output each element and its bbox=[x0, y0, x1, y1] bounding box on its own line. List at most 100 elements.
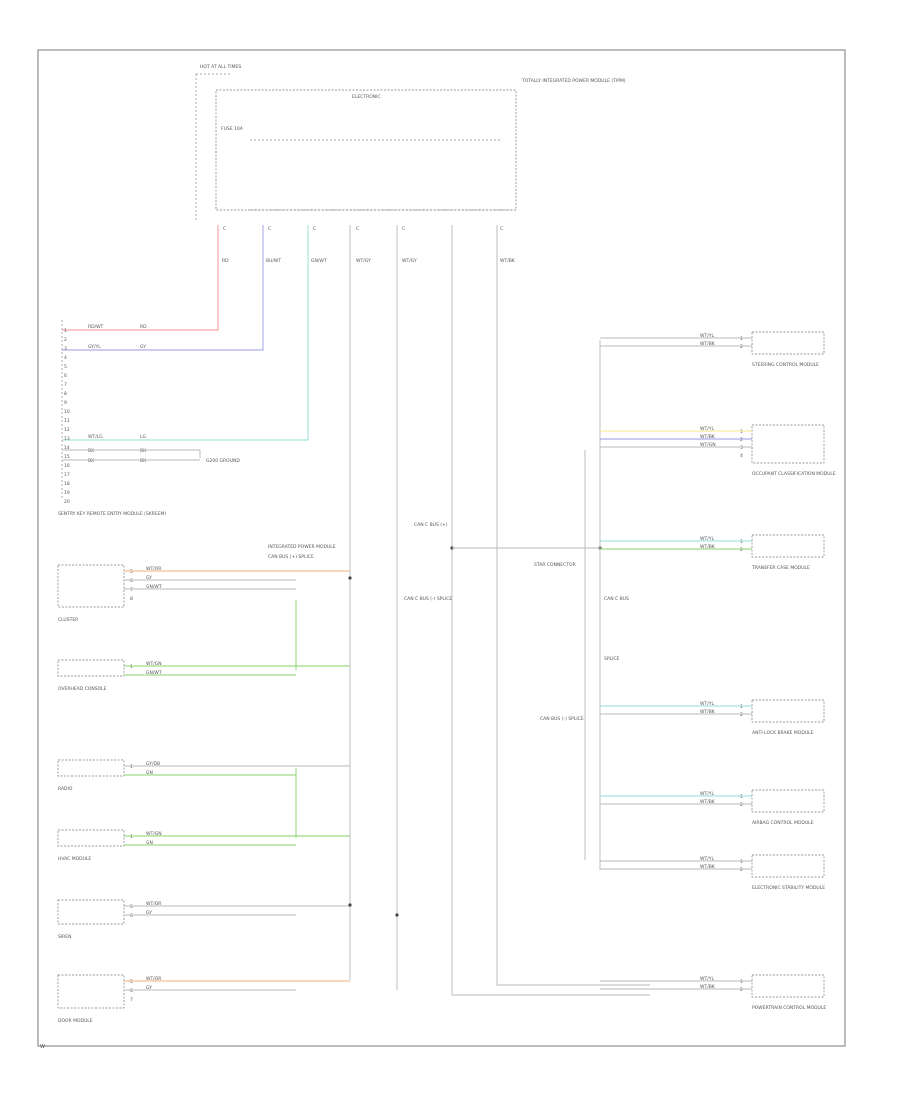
right-device-pin: 2 bbox=[740, 987, 743, 993]
left-pin-14: 14 bbox=[64, 445, 70, 451]
right-device-box bbox=[751, 331, 825, 355]
right-note-1: CAN C BUS bbox=[604, 596, 629, 602]
left-device-wire-label: GN/WT bbox=[146, 584, 162, 590]
right-splice-note: STAR CONNECTOR bbox=[534, 562, 576, 568]
top-module-wire-codes: RD BU/WT GN/WT WT/GY WT/GY WT/BK bbox=[222, 258, 516, 264]
diagram-frame bbox=[37, 49, 846, 1047]
left-device-name: CLUSTER bbox=[58, 617, 78, 623]
top-pin-2: C bbox=[268, 226, 271, 232]
left-pin-17: 17 bbox=[64, 472, 70, 478]
right-device-wire-label: WT/GN bbox=[700, 442, 716, 448]
left-device-pin: 1 bbox=[130, 834, 133, 840]
left-wire-label-3: WT/LG bbox=[88, 434, 103, 440]
right-device-pin: 1 bbox=[740, 539, 743, 545]
left-module-pins: 1 2 3 4 5 6 7 8 9 10 11 12 13 14 15 16 1… bbox=[64, 328, 70, 505]
left-devices: 5678WT/ORGYGN/WTCLUSTER1WT/GNGN/WTOVERHE… bbox=[57, 546, 602, 1024]
right-note-2: SPLICE bbox=[604, 656, 620, 662]
left-device-box bbox=[57, 659, 125, 677]
left-wire-label-5: BK bbox=[88, 458, 95, 464]
right-device-pin: 1 bbox=[740, 979, 743, 985]
top-module: ELECTRONIC TOTALLY INTEGRATED POWER MODU… bbox=[215, 78, 626, 264]
left-ground-label: G200 GROUND bbox=[206, 458, 240, 464]
right-device-box bbox=[751, 699, 825, 723]
left-device-pin: 8 bbox=[130, 596, 133, 602]
right-device-wire-label: WT/YL bbox=[700, 701, 714, 707]
right-device-wire-label: WT/BK bbox=[700, 544, 716, 550]
top-pin-6: C bbox=[500, 226, 503, 232]
left-pin-10: 10 bbox=[64, 409, 70, 415]
right-device-name: AIRBAG CONTROL MODULE bbox=[752, 820, 814, 826]
left-pin-15: 15 bbox=[64, 454, 70, 460]
right-device-wire-label: WT/YL bbox=[700, 856, 714, 862]
wire-red bbox=[62, 225, 219, 331]
left-device-pin: 1 bbox=[130, 764, 133, 770]
right-device-pin: 1 bbox=[740, 704, 743, 710]
right-device-box bbox=[751, 534, 825, 558]
left-device-name: HVAC MODULE bbox=[58, 856, 91, 862]
right-device-name: OCCUPANT CLASSIFICATION MODULE bbox=[752, 471, 836, 477]
left-pin-3: 3 bbox=[64, 346, 67, 352]
right-device-pin: 1 bbox=[740, 859, 743, 865]
left-device-wire-label: WT/GN bbox=[146, 831, 162, 837]
left-device-pin: 6 bbox=[130, 578, 133, 584]
left-pin-4: 4 bbox=[64, 355, 67, 361]
left-pin-20: 20 bbox=[64, 499, 70, 505]
left-pin-1: 1 bbox=[64, 328, 67, 334]
left-device-box bbox=[57, 759, 125, 777]
left-device-pin: 7 bbox=[130, 587, 133, 593]
left-device-pin: 6 bbox=[130, 913, 133, 919]
right-device-wire-label: WT/YL bbox=[700, 791, 714, 797]
right-device-box bbox=[751, 789, 825, 813]
right-device-wire-label: WT/BK bbox=[700, 341, 716, 347]
top-pin-3: C bbox=[313, 226, 316, 232]
left-wire-code-4: BK bbox=[140, 448, 147, 454]
right-splice: CAN C BUS (+) STAR CONNECTOR CAN C BUS S… bbox=[414, 340, 629, 870]
top-pin-1: C bbox=[223, 226, 226, 232]
top-module-box bbox=[215, 89, 517, 211]
left-pin-7: 7 bbox=[64, 382, 67, 388]
left-device-wire-label: GN bbox=[146, 770, 153, 776]
left-device-box bbox=[57, 829, 125, 847]
left-pin-6: 6 bbox=[64, 373, 67, 379]
left-wire-label-1: RD/WT bbox=[88, 324, 104, 330]
splice-dot bbox=[348, 903, 352, 907]
left-device-box bbox=[57, 899, 125, 925]
right-device-pin: 2 bbox=[740, 547, 743, 553]
top-wire-code-3: GN/WT bbox=[311, 258, 327, 264]
left-module: 1 2 3 4 5 6 7 8 9 10 11 12 13 14 15 16 1… bbox=[58, 320, 240, 517]
left-device-wire-label: GY/DB bbox=[146, 761, 160, 767]
right-device-pin: 1 bbox=[740, 429, 743, 435]
left-device-pin: 7 bbox=[130, 997, 133, 1003]
left-pin-12: 12 bbox=[64, 427, 70, 433]
right-device-pin: 2 bbox=[740, 802, 743, 808]
left-module-title: SENTRY KEY REMOTE ENTRY MODULE (SKREEM) bbox=[58, 511, 166, 517]
right-device-wire-label: WT/BK bbox=[700, 799, 716, 805]
right-device-pin: 2 bbox=[740, 437, 743, 443]
left-device-box bbox=[57, 564, 125, 608]
left-device-wire-label: GN/WT bbox=[146, 670, 162, 676]
left-device-box bbox=[57, 974, 125, 1009]
wire-ground-1 bbox=[62, 449, 201, 458]
center-splice-header: INTEGRATED POWER MODULE bbox=[268, 544, 336, 550]
right-device-wire-label: WT/YL bbox=[700, 976, 714, 982]
right-device-pin: 1 bbox=[740, 336, 743, 342]
top-wire-code-5: WT/GY bbox=[402, 258, 417, 264]
left-pin-5: 5 bbox=[64, 364, 67, 370]
right-device-wire-label: WT/YL bbox=[700, 536, 714, 542]
top-wire-code-6: WT/BK bbox=[500, 258, 516, 264]
right-splice-label: CAN C BUS (+) bbox=[414, 522, 448, 528]
left-device-pin: 5 bbox=[130, 569, 133, 575]
right-device-wire-label: WT/BK bbox=[700, 709, 716, 715]
left-pin-13: 13 bbox=[64, 436, 70, 442]
left-wire-label-4: BK bbox=[88, 448, 95, 454]
left-device-wire-label: WT/OR bbox=[146, 976, 161, 982]
left-device-name: SIREN bbox=[58, 934, 72, 940]
top-module-title: TOTALLY INTEGRATED POWER MODULE (TIPM) bbox=[521, 78, 626, 84]
trunk-wires bbox=[62, 225, 650, 996]
